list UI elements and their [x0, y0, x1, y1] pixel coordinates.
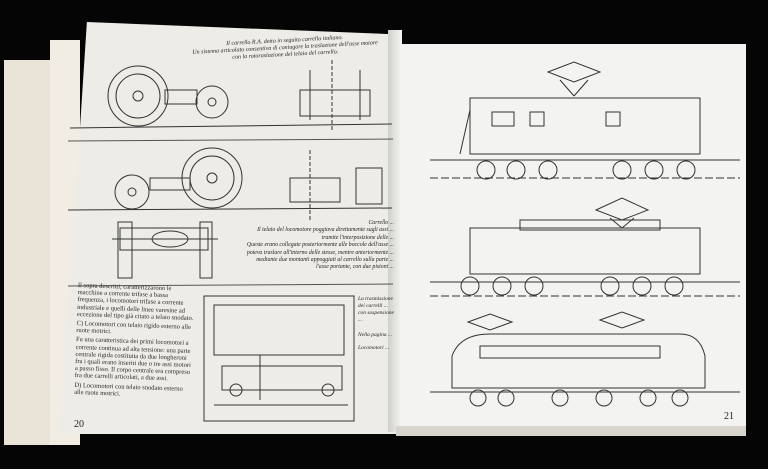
frame-drawing — [203, 295, 355, 422]
mid-caption: Carrello ... Il telaio del locomotore po… — [190, 220, 394, 272]
heading-d: D) Locomotori con telaio snodato esterno… — [74, 381, 183, 398]
paragraph: Fu una caratteristica dei primi locomoto… — [74, 336, 191, 383]
right-page-drawings — [430, 61, 740, 407]
caption-line: Carrello ... — [368, 220, 394, 226]
locomotive-drawing-2 — [430, 197, 740, 297]
left-page — [60, 22, 396, 434]
page-number-left: 20 — [74, 419, 84, 430]
side-captions: La trasmissione dei carrelli ... con sos… — [358, 296, 394, 352]
caption-line: tramite l'interposizione delle ... — [321, 234, 394, 241]
bogie-drawing-plan — [112, 221, 218, 279]
caption-line: poteva traslare all'interno delle stesse… — [246, 249, 394, 256]
paragraph: Il sopra descritti, caratterizzarono le … — [76, 282, 194, 322]
body-text: Il sopra descritti, caratterizzarono le … — [74, 282, 196, 402]
caption-line: Nella pagina ... — [358, 332, 393, 338]
bogie-drawing-middle — [67, 147, 393, 220]
right-page — [396, 44, 746, 432]
locomotive-drawing-3 — [430, 311, 740, 407]
book-gutter — [388, 30, 402, 432]
bogie-drawing-top — [69, 60, 393, 130]
heading-c: C) Locomotori con telaio rigido esterno … — [76, 319, 192, 336]
caption-line: l'asse portante, con due pistoni ... — [315, 264, 394, 271]
page-number-right: 21 — [724, 411, 734, 422]
caption-line: mediante due montanti appoggiati al carr… — [256, 257, 394, 264]
caption-line: Locomotori ... — [358, 345, 390, 351]
locomotive-drawing-1 — [430, 61, 740, 180]
caption-line: La trasmissione dei carrelli ... con sos… — [358, 296, 394, 323]
caption-line: Il telaio del locomotore poggiava dirett… — [257, 227, 394, 234]
caption-line: Queste erano collegate posteriormente al… — [246, 242, 394, 249]
page-edge — [396, 426, 746, 436]
